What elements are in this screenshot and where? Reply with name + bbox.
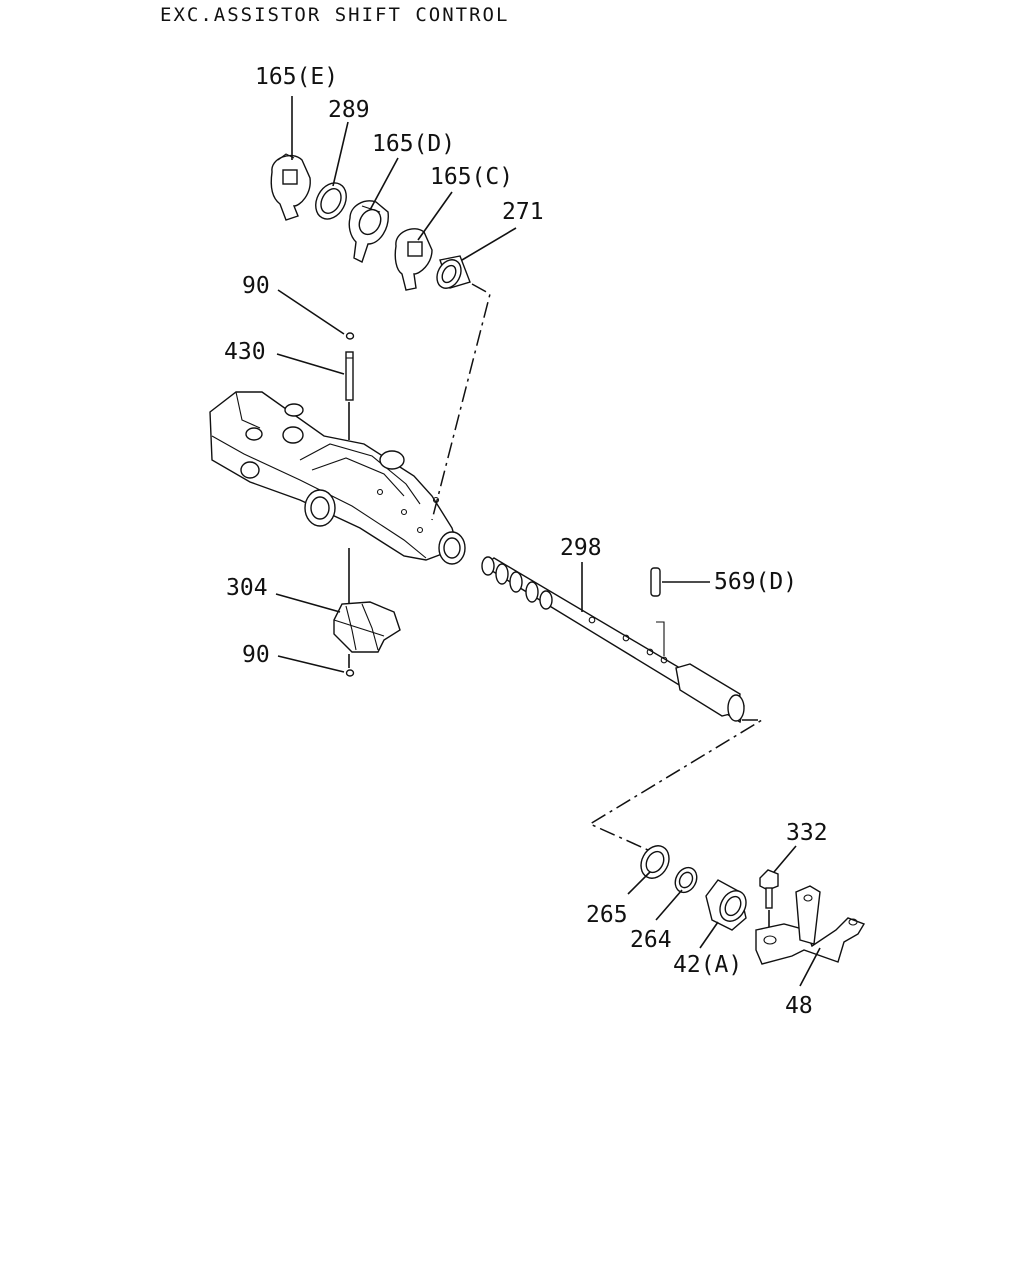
callout-332: 332 (786, 820, 828, 846)
part-289-washer (315, 182, 347, 220)
part-48-bracket (755, 885, 866, 965)
callout-165e: 165(E) (255, 64, 338, 90)
leader-lines (275, 96, 821, 987)
axis-569d (656, 621, 665, 656)
callout-90-bottom: 90 (242, 642, 270, 668)
callout-264: 264 (630, 927, 672, 953)
part-569d-pin (650, 567, 661, 597)
callout-271: 271 (502, 199, 544, 225)
part-165d-shift-block (348, 200, 389, 263)
part-265-oil-seal (640, 845, 670, 879)
part-332-bolt (759, 869, 779, 909)
part-90-bottom-ball (345, 669, 355, 677)
part-42a-mount (705, 879, 747, 931)
callout-42a: 42(A) (673, 952, 742, 978)
callout-265: 265 (586, 902, 628, 928)
part-271-bushing (436, 255, 471, 289)
diagram-title: EXC.ASSISTOR SHIFT CONTROL (160, 4, 510, 26)
assembly-line-298 (588, 719, 765, 851)
callout-289: 289 (328, 97, 370, 123)
part-165c-shift-lug (394, 228, 433, 291)
part-304-interlock (333, 601, 401, 653)
callout-569d: 569(D) (714, 569, 797, 595)
part-264-bushing (674, 866, 698, 894)
callout-304: 304 (226, 575, 268, 601)
part-90-top-ball (345, 332, 355, 340)
callout-90-top: 90 (242, 273, 270, 299)
part-430-pin (345, 351, 354, 401)
callout-298: 298 (560, 535, 602, 561)
assembly-line-271 (431, 283, 491, 521)
part-165e-shift-lug (270, 153, 311, 221)
callout-165c: 165(C) (430, 164, 513, 190)
callout-165d: 165(D) (372, 131, 455, 157)
callout-430: 430 (224, 339, 266, 365)
callout-48: 48 (785, 993, 813, 1019)
part-298-shift-shaft (481, 556, 745, 724)
part-shift-housing (209, 391, 466, 565)
